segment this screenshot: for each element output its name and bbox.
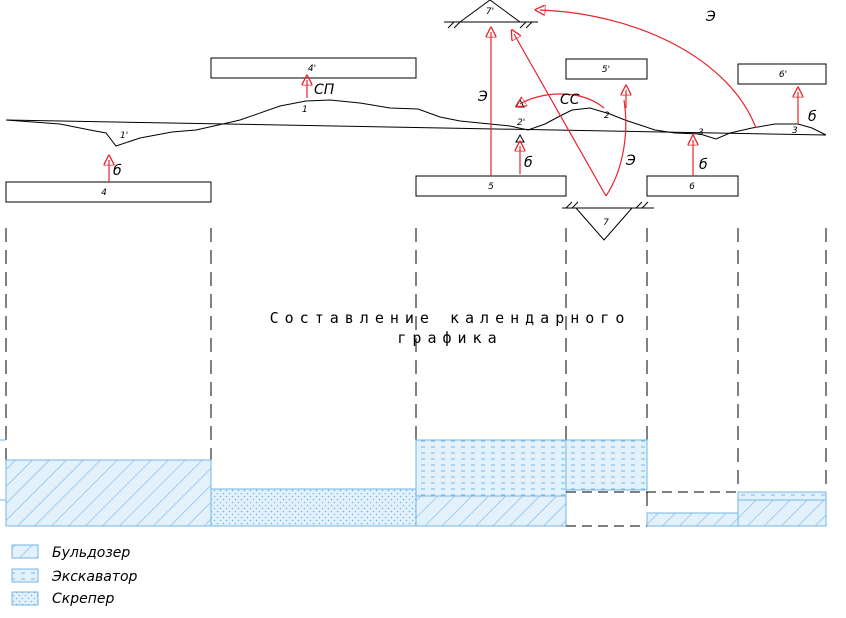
svg-text:5: 5 (488, 182, 494, 192)
cut-labels: 1' 1 2' 2 3 3 (120, 105, 798, 141)
svg-text:3: 3 (792, 126, 798, 136)
svg-text:6: 6 (689, 182, 695, 192)
bar-bulldozer-1 (5, 459, 212, 527)
box-5p: 5' (565, 58, 648, 80)
legend: Бульдозер Экскаватор Скрепер (11, 544, 138, 607)
svg-text:7': 7' (486, 7, 494, 17)
bar-excavator-1 (415, 439, 567, 497)
bar-excavator-2 (565, 439, 648, 491)
bar-excavator-3 (737, 491, 827, 501)
svg-text:3: 3 (698, 128, 704, 138)
svg-text:СП: СП (314, 82, 335, 98)
svg-text:б: б (699, 157, 708, 173)
svg-text:5': 5' (602, 65, 610, 75)
svg-text:Э: Э (625, 153, 636, 169)
svg-text:4': 4' (308, 64, 316, 74)
svg-text:Э: Э (477, 89, 488, 105)
terrain-profile (5, 99, 827, 147)
svg-text:6': 6' (779, 70, 787, 80)
reserve-7: 7 (562, 201, 654, 241)
box-6p: 6' (737, 63, 827, 85)
schedule-title-line1: Составление календарного (270, 309, 631, 327)
bar-bulldozer-4 (737, 499, 827, 527)
svg-text:4: 4 (101, 188, 107, 198)
svg-text:Экскаватор: Экскаватор (51, 569, 138, 585)
svg-text:б: б (113, 163, 122, 179)
method-labels: СП СС Э Э Э б б б б (113, 9, 817, 179)
box-6: 6 (646, 175, 739, 197)
box-4: 4 (5, 181, 212, 203)
legend-item-bulldozer: Бульдозер (11, 544, 130, 561)
svg-text:7: 7 (603, 218, 609, 228)
svg-text:2: 2 (604, 111, 610, 121)
bar-bulldozer-2 (415, 495, 567, 527)
bar-bulldozer-3 (646, 512, 739, 527)
svg-text:Э: Э (705, 9, 716, 25)
svg-text:1: 1 (302, 105, 308, 115)
haul-arrows (109, 10, 798, 197)
svg-text:Скрепер: Скрепер (52, 591, 114, 607)
bar-scraper-1 (210, 488, 417, 527)
svg-text:б: б (808, 109, 817, 125)
schedule-bars (0, 439, 827, 527)
schedule-title-line2: графика (397, 329, 502, 347)
legend-item-scraper: Скрепер (11, 591, 114, 607)
svg-text:2': 2' (517, 118, 525, 128)
legend-item-excavator: Экскаватор (11, 568, 138, 585)
svg-text:СС: СС (560, 92, 580, 108)
reserve-7p: 7' (444, 0, 538, 29)
svg-text:1': 1' (120, 131, 128, 141)
svg-text:Бульдозер: Бульдозер (52, 545, 130, 561)
box-5: 5 (415, 175, 567, 197)
box-4p: 4' (210, 57, 417, 79)
svg-text:б: б (524, 155, 533, 171)
